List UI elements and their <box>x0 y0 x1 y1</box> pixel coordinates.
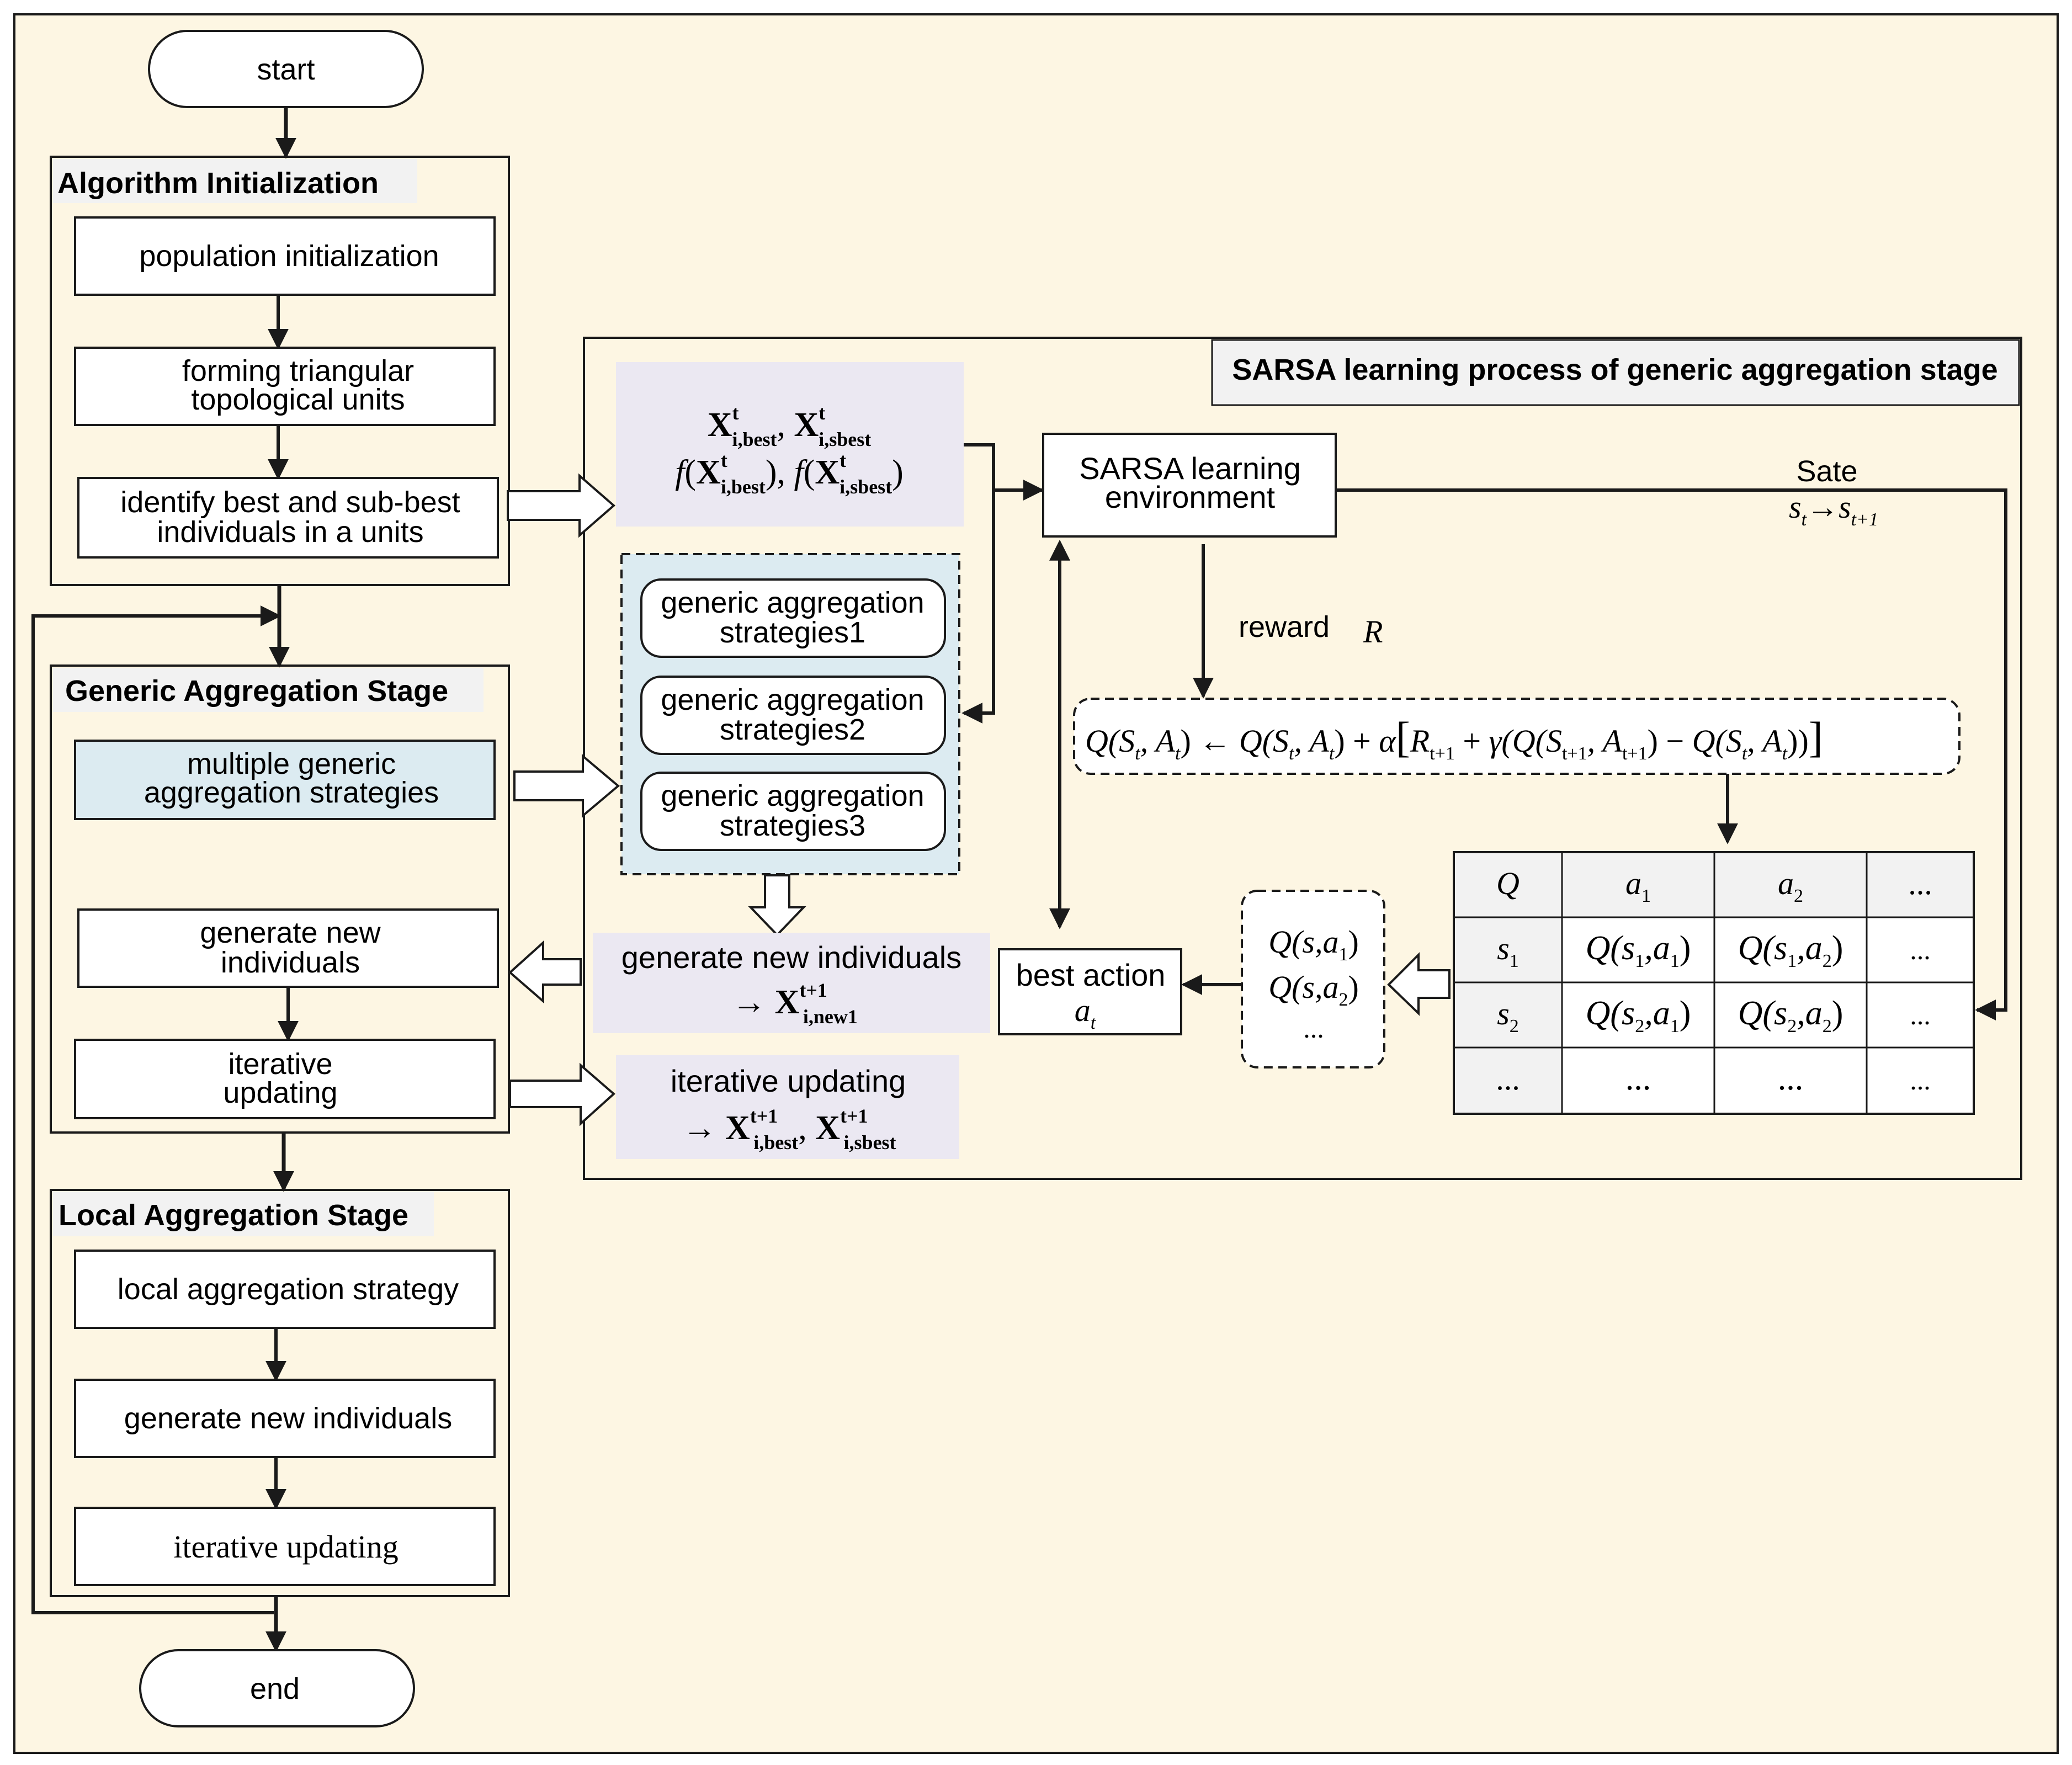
arrow-best-to-strategies <box>961 443 995 724</box>
strategy-label-line2: strategies1 <box>720 616 865 649</box>
generate-new-left-label-2: individuals <box>221 946 360 979</box>
hollow-arrow-strategies-to-generate <box>748 874 806 937</box>
q-table-state-cell: s1 <box>1497 931 1519 971</box>
identify-best-label-2: individuals in a units <box>157 515 423 549</box>
triangular-units-box <box>74 347 496 426</box>
q-table-value-cell: Q(s1,a2) <box>1738 929 1843 971</box>
start-terminal: start <box>148 30 424 108</box>
q-table-header-cell: ... <box>1908 865 1932 901</box>
sarsa-env-label-1: SARSA learning <box>1079 451 1301 486</box>
local-strategy-label: local aggregation strategy <box>118 1273 459 1306</box>
local-generate-label: generate new individuals <box>124 1402 452 1435</box>
reward-label: reward <box>1239 610 1330 644</box>
sarsa-env-label-2: environment <box>1105 480 1276 514</box>
hollow-arrow-generate-to-left <box>508 940 582 1004</box>
iterative-updating-left-label-2: updating <box>223 1076 337 1109</box>
sarsa-environment-box: SARSA learning environment <box>1042 433 1337 538</box>
population-initialization-label: population initialization <box>139 240 439 273</box>
triangular-units-label-1: forming triangular <box>182 354 414 387</box>
q-table-body-bg <box>1562 917 1974 1114</box>
state-label: Sate <box>1796 455 1857 488</box>
local-iterative-box <box>74 1507 496 1586</box>
end-terminal: end <box>139 1649 415 1727</box>
generate-new-left-box <box>77 908 499 988</box>
strategy-label-line1: generic aggregation <box>661 586 924 619</box>
best-action-symbol: at <box>1075 992 1097 1033</box>
strategy-label-line2: strategies3 <box>720 809 865 842</box>
q-table-dots-cell: ... <box>1910 1000 1931 1030</box>
strategy-label-line2: strategies2 <box>720 713 865 746</box>
iterative-updating-left-box <box>74 1039 496 1119</box>
reward-symbol: R <box>1363 614 1383 650</box>
multiple-strategies-label-2: aggregation strategies <box>144 776 439 809</box>
hollow-arrow-identify-to-best <box>507 473 616 538</box>
q-list-dots: ... <box>1303 1013 1324 1044</box>
hollow-arrow-multiple-to-strategies <box>513 753 620 818</box>
strategy-label-line1: generic aggregation <box>661 683 924 716</box>
q-table-state-cell: ... <box>1496 1061 1520 1097</box>
strategy-label-line1: generic aggregation <box>661 779 924 812</box>
q-table-state-cell: s2 <box>1497 996 1519 1036</box>
end-label: end <box>250 1672 300 1705</box>
sarsa-panel: SARSA learning process of generic aggreg… <box>507 337 2022 1180</box>
q-table-value-cell: Q(s2,a1) <box>1586 995 1691 1036</box>
local-iterative-label: iterative updating <box>173 1529 398 1565</box>
best-action-label: best action <box>1016 958 1166 992</box>
population-initialization-box <box>74 216 496 296</box>
triangular-units-label-2: topological units <box>191 383 405 416</box>
iterative-updating-sarsa-label: iterative updating <box>671 1064 906 1098</box>
generate-new-left-label-1: generate new <box>200 916 381 949</box>
q-table-dots-cell: ... <box>1910 934 1931 965</box>
hollow-arrow-table-to-qlist <box>1387 952 1451 1016</box>
identify-best-label-1: identify best and sub-best <box>120 486 460 519</box>
loop-back-line <box>31 605 281 1614</box>
local-generate-box <box>74 1379 496 1458</box>
best-action-box: best action at <box>998 948 1182 1035</box>
start-label: start <box>257 53 315 86</box>
q-list-box: Q(s,a1) Q(s,a2) ... <box>1241 890 1385 1068</box>
q-list-item-1: Q(s,a1) <box>1268 924 1359 965</box>
state-transition: st→st+1 <box>1789 489 1878 530</box>
multiple-strategies-box <box>74 740 496 820</box>
q-table-value-cell: ... <box>1778 1060 1804 1097</box>
local-title: Local Aggregation Stage <box>59 1199 408 1232</box>
sarsa-update-formula-box: Q(St, At) ← Q(St, At) + α[Rt+1 + γ(Q(St+… <box>1073 698 1961 775</box>
q-table-header-cell: Q <box>1496 865 1520 901</box>
iterative-updating-left-label-1: iterative <box>228 1048 332 1081</box>
q-table-value-cell: ... <box>1625 1060 1651 1097</box>
init-title: Algorithm Initialization <box>57 167 379 200</box>
q-list-item-2: Q(s,a2) <box>1268 969 1359 1010</box>
q-table-value-cell: Q(s2,a2) <box>1738 995 1843 1036</box>
generic-aggregation-group: Generic Aggregation Stage multiple gener… <box>50 664 510 1134</box>
local-aggregation-group: Local Aggregation Stage local aggregatio… <box>50 1189 510 1597</box>
multiple-strategies-label-1: multiple generic <box>187 747 396 780</box>
hollow-arrow-iterative-to-sarsa <box>509 1062 616 1126</box>
algorithm-initialization-group: Algorithm Initialization population init… <box>50 156 510 586</box>
q-table-header-cell: a2 <box>1778 865 1803 906</box>
identify-best-box <box>77 477 499 559</box>
q-table-value-cell: Q(s1,a1) <box>1586 929 1691 971</box>
generic-title: Generic Aggregation Stage <box>65 674 448 708</box>
q-table-header-cell: a1 <box>1625 865 1651 906</box>
local-strategy-box <box>74 1250 496 1329</box>
sarsa-title: SARSA learning process of generic aggreg… <box>1232 353 1997 386</box>
q-table-state-bg <box>1454 917 1562 1114</box>
q-table-dots-cell: ... <box>1910 1065 1931 1096</box>
arrow-env-state-to-table <box>1336 488 2007 1020</box>
generate-new-sarsa-label: generate new individuals <box>621 940 961 975</box>
